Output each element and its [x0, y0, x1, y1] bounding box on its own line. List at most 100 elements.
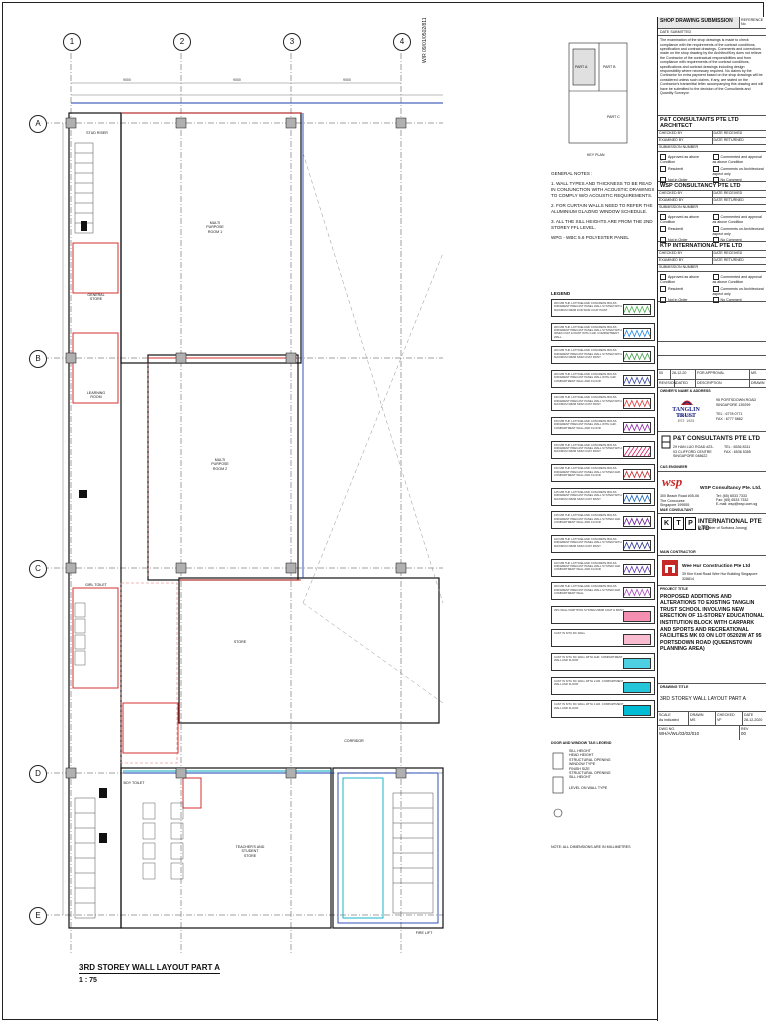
- approval-option[interactable]: Comments on Architectural aspect only: [712, 225, 765, 236]
- approval-option[interactable]: Resubmit: [660, 225, 712, 236]
- legend-row: 150 MM THK LATTICELAND CONCRETE BOLSS DI…: [551, 464, 655, 483]
- drawing-title-label: DRAWING TITLE: [660, 685, 689, 690]
- cs-engineer-email: E-mail: wsp@wsp.com.sg: [716, 502, 758, 507]
- ktp-letter: T: [673, 517, 684, 531]
- note-item: WPG - WBC 5.6 POLYESTER PANEL: [551, 235, 629, 240]
- approval-option-label: Not in Order: [668, 237, 688, 242]
- approval-option[interactable]: Approved as above Condition: [660, 154, 712, 164]
- checkbox-icon[interactable]: [712, 297, 719, 304]
- general-notes-title: GENERAL NOTES :: [551, 171, 593, 176]
- approval-option[interactable]: Approved as above Condition: [660, 214, 712, 224]
- checkbox-icon[interactable]: [660, 297, 666, 304]
- approval-option-label: No Comment: [720, 177, 742, 182]
- legend-row: 150 MM THK LATTICELAND CONCRETE BOLSS DI…: [551, 440, 655, 459]
- room-label: FIRE LIFT: [415, 931, 433, 935]
- meta-value: 28-12-2020: [744, 717, 763, 722]
- approval-option[interactable]: Commented and approval as above Conditio…: [712, 214, 765, 224]
- checkbox-icon[interactable]: [660, 165, 666, 172]
- checkbox-icon[interactable]: [660, 285, 666, 292]
- approval-option[interactable]: No Comment: [712, 177, 765, 184]
- legend-text: 25% WALL PARTITION SYSTEM 20MM COAT & PA…: [554, 607, 624, 612]
- legend-swatch: [623, 610, 651, 622]
- revision-by: MS: [751, 371, 757, 376]
- grid-bubble-b: B: [29, 350, 47, 368]
- checkbox-icon[interactable]: [660, 237, 666, 244]
- revision-no: 00: [658, 370, 671, 380]
- revision-date: 28-12-20: [671, 370, 696, 380]
- meta-header: CHECKED: [717, 713, 735, 718]
- checkbox-icon[interactable]: [660, 225, 666, 232]
- grid-bubble-1: 1: [63, 33, 81, 51]
- reference-no: REFERENCE No: [741, 18, 764, 27]
- revision-header: DATED: [675, 380, 696, 388]
- approval-option[interactable]: Comments on Architectural aspect only: [712, 165, 765, 176]
- legend-row: 125 MM THK LATTICELAND CONCRETE BOLSS DI…: [551, 487, 655, 506]
- checkbox-icon[interactable]: [660, 177, 666, 184]
- approval-option[interactable]: Resubmit: [660, 165, 712, 176]
- rev-value: 00: [741, 730, 746, 736]
- legend-row: 200 MM THK LATTICELAND CONCRETE BOLSS DI…: [551, 299, 655, 317]
- legend-text: CAST IN SITU RC WALL WITH 2 HR. COMPARTM…: [554, 678, 624, 686]
- legend-row: 200 MM THK LATTICELAND CONCRETE BOLSS DI…: [551, 369, 655, 388]
- project-title-block: PROJECT TITLE PROPOSED ADDITIONS AND ALT…: [658, 586, 766, 685]
- legend-row: 200 MM THK LATTICELAND CONCRETE BOLSS DI…: [551, 582, 655, 601]
- approval-option-label: Comments on Architectural aspect only: [712, 286, 764, 296]
- date-submitted: DATE SUBMITTED: [658, 29, 766, 37]
- approval-option[interactable]: No Comment: [712, 237, 765, 244]
- approval-option[interactable]: Approved as above Condition: [660, 274, 712, 284]
- note-item: 3. ALL THE SILL HEIGHTS ARE FROM THE 2ND…: [551, 219, 653, 230]
- date-returned: DATE RETURNED: [713, 138, 744, 143]
- approval-option[interactable]: Not in Order: [660, 177, 712, 184]
- project-title-label: PROJECT TITLE: [660, 587, 688, 592]
- approval-option[interactable]: Commented and approval as above Conditio…: [712, 274, 765, 284]
- checked-by: CHECKED BY: [658, 251, 713, 258]
- architect-block: P&T CONSULTANTS PTE LTD 29 HAN LUO ROAD …: [658, 432, 766, 473]
- revision-header: DESCRIPTION: [696, 380, 750, 388]
- legend-row: 100 MM THK LATTICELAND CONCRETE BOLSS DI…: [551, 535, 655, 553]
- grid-bubble-d: D: [29, 765, 47, 783]
- approval-option[interactable]: Not in Order: [660, 237, 712, 244]
- submission-number: SUBMISSION NUMBER: [658, 265, 766, 273]
- approval-option[interactable]: No Comment: [712, 297, 765, 304]
- legend-swatch: [623, 422, 651, 433]
- door-legend-item: LEVEL ON WALL TYPE: [569, 785, 608, 790]
- date-received: DATE RECEIVED: [713, 251, 743, 256]
- cs-engineer-fax: Fax: (65) 6533 7332: [716, 498, 749, 503]
- cs-engineer-tel: Tel: (65) 6533 7333: [716, 494, 747, 499]
- legend-text: 200 MM THK LATTICELAND CONCRETE BOLSS DI…: [554, 348, 622, 359]
- approval-option[interactable]: Resubmit: [660, 285, 712, 296]
- submission-title: SHOP DRAWING SUBMISSION: [658, 17, 740, 28]
- key-plan: [568, 42, 628, 144]
- checkbox-icon[interactable]: [712, 177, 719, 184]
- architect-fax: FAX : 6536 5355: [724, 450, 751, 455]
- legend-row: CAST IN SITU RC WALL WITH 2 HR. COMPARTM…: [551, 676, 655, 695]
- owner-fax: FAX : 6777 5862: [716, 417, 743, 422]
- approval-option-label: Resubmit: [668, 166, 684, 171]
- room-label: STUD RISER: [86, 131, 108, 135]
- grid-bubble-4: 4: [393, 33, 411, 51]
- drawing-title: 3RD STOREY WALL LAYOUT PART A: [660, 695, 746, 702]
- submission-number: SUBMISSION NUMBER: [658, 205, 766, 213]
- legend-swatch: [623, 563, 651, 575]
- ktp-letter: K: [661, 517, 672, 531]
- me-consultant-role: MAIN CONTRACTOR: [660, 550, 696, 555]
- wsp-logo: wsp: [662, 474, 683, 490]
- general-notes: GENERAL NOTES : 1. WALL TYPES AND THICKN…: [551, 171, 655, 241]
- approval-option-label: Comments on Architectural aspect only: [712, 226, 764, 236]
- legend-text: 100 MM THK LATTICELAND CONCRETE BOLSS DI…: [554, 560, 621, 572]
- submission-number: SUBMISSION NUMBER: [658, 145, 766, 153]
- cs-engineer-role: M&E CONSULTANT: [660, 508, 694, 513]
- legend-row: 200 MM THK LATTICELAND CONCRETE BOLSS DI…: [551, 346, 655, 365]
- revision-description: FOR APPROVAL: [696, 370, 750, 380]
- checkbox-icon[interactable]: [712, 237, 719, 244]
- legend-row: CAST IN SITU RC WALL WITH 4 HR. COMPARTM…: [551, 700, 655, 719]
- legend-swatch: [623, 304, 651, 315]
- approval-option[interactable]: Not in Order: [660, 297, 712, 304]
- legend-text: 150 MM THK LATTICELAND CONCRETE BOLSS DI…: [554, 419, 617, 430]
- meta-row: SCALE As indicated DRAWN MS CHECKED VF D…: [658, 712, 766, 727]
- approval-option[interactable]: Comments on Architectural aspect only: [712, 285, 765, 296]
- legend-swatch: [623, 705, 651, 717]
- approval-option[interactable]: Commented and approval as above Conditio…: [712, 154, 765, 164]
